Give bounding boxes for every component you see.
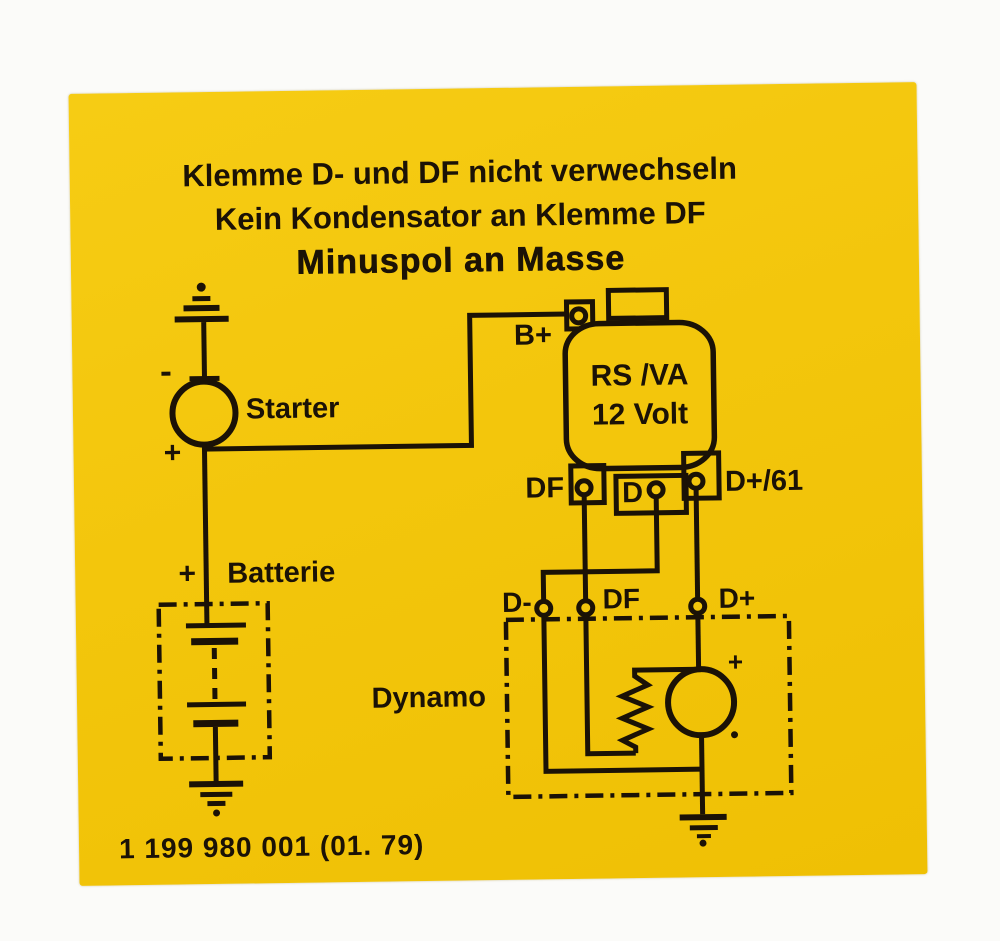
battery-ground-icon bbox=[189, 780, 244, 817]
regulator-bplus-terminal bbox=[569, 306, 589, 326]
regulator-symbol bbox=[562, 287, 722, 516]
dynamo-dminus-terminal bbox=[534, 598, 554, 618]
part-number: 1 199 980 001 (01. 79) bbox=[118, 829, 425, 865]
starter-plus-label: + bbox=[164, 436, 182, 469]
battery-plus-label: + bbox=[178, 557, 196, 590]
warning-sticker: Klemme D- und DF nicht verwechseln Kein … bbox=[68, 82, 928, 886]
dynamo-armature-symbol bbox=[665, 666, 738, 739]
dynamo-internal-wiring bbox=[541, 613, 706, 815]
regulator-df-tab bbox=[568, 462, 607, 506]
starter-minus-mark bbox=[161, 371, 171, 376]
armature-minus-dot bbox=[731, 731, 739, 739]
regulator-model-label: RS /VA bbox=[590, 358, 688, 392]
regulator-df-label: DF bbox=[525, 472, 564, 505]
regulator-voltage-label: 12 Volt bbox=[592, 397, 689, 431]
regulator-d61-label: D+/61 bbox=[725, 465, 804, 498]
starter-ground-icon bbox=[174, 282, 229, 383]
battery-dashdot-box bbox=[156, 600, 273, 762]
wire-regdf-to-dyndf bbox=[581, 494, 589, 601]
regulator-d61-terminal bbox=[686, 471, 706, 491]
regulator-df-terminal bbox=[574, 478, 594, 498]
starter-motor-symbol bbox=[161, 371, 239, 448]
dynamo-dashdot-box bbox=[503, 613, 794, 800]
field-resistor-symbol bbox=[615, 666, 701, 754]
bplus-terminal-label: B+ bbox=[514, 319, 552, 352]
wire-regd-to-dyndminus bbox=[540, 496, 660, 602]
regulator-top-tab bbox=[605, 287, 670, 321]
starter-label: Starter bbox=[246, 392, 340, 425]
wire-starter-to-battery bbox=[201, 444, 210, 627]
wiring-diagram: + Starter + Batterie bbox=[156, 282, 804, 847]
dynamo-dminus-label: D- bbox=[502, 587, 532, 618]
regulator-body bbox=[562, 319, 718, 472]
regulator-d-terminal bbox=[646, 480, 666, 500]
armature-plus-label: + bbox=[728, 647, 744, 677]
dynamo-ground-icon bbox=[679, 813, 727, 847]
regulator-d61-tab bbox=[681, 450, 722, 501]
wire-regd61-to-dyndplus bbox=[693, 488, 701, 600]
battery-label: Batterie bbox=[227, 556, 335, 590]
dynamo-dplus-terminal bbox=[688, 596, 708, 616]
dynamo-label: Dynamo bbox=[371, 681, 486, 715]
dynamo-df-label: DF bbox=[602, 583, 640, 615]
regulator-d-label: D bbox=[622, 477, 643, 509]
dynamo-dplus-label: D+ bbox=[718, 582, 755, 614]
battery-symbol bbox=[185, 622, 247, 783]
dynamo-df-terminal bbox=[576, 598, 596, 618]
